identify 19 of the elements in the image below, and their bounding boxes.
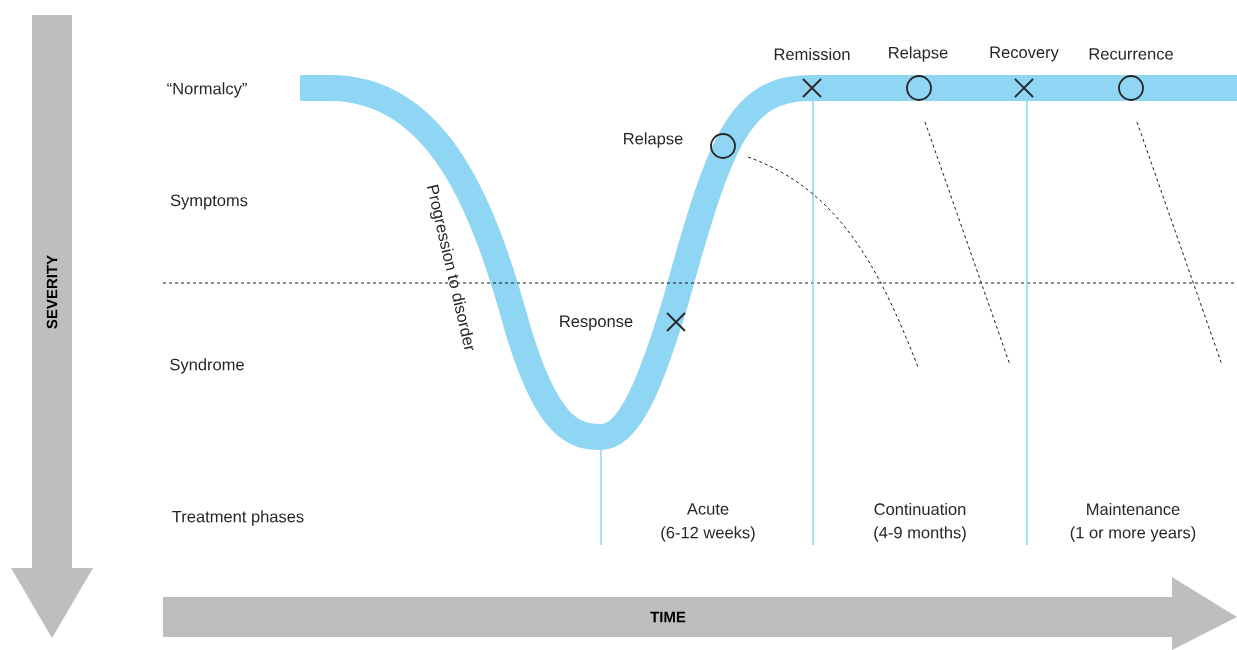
row-label: “Normalcy”: [167, 82, 247, 98]
milestone-label: Relapse: [624, 132, 683, 148]
phase-duration: (1 or more years): [1070, 526, 1196, 542]
phase-duration: (6-12 weeks): [661, 526, 755, 542]
milestone-label: Relapse: [889, 46, 948, 62]
curve-label: Progression to disorder: [426, 184, 474, 351]
row-label: Symptoms: [170, 194, 248, 210]
phase-label: Continuation: [874, 502, 966, 516]
axis-label: SEVERITY: [46, 255, 58, 329]
axis-label: TIME: [650, 611, 686, 623]
milestone-label: Recovery: [990, 46, 1059, 62]
milestone-label: Response: [560, 315, 633, 331]
row-label: Treatment phases: [172, 510, 304, 526]
phase-label: Maintenance: [1087, 502, 1180, 516]
phase-label: Acute: [686, 503, 729, 515]
milestone-label: Recurrence: [1089, 48, 1173, 60]
milestone-label: Remission: [774, 47, 850, 61]
phase-duration: (4-9 months): [874, 526, 966, 542]
row-label: Syndrome: [170, 358, 244, 374]
